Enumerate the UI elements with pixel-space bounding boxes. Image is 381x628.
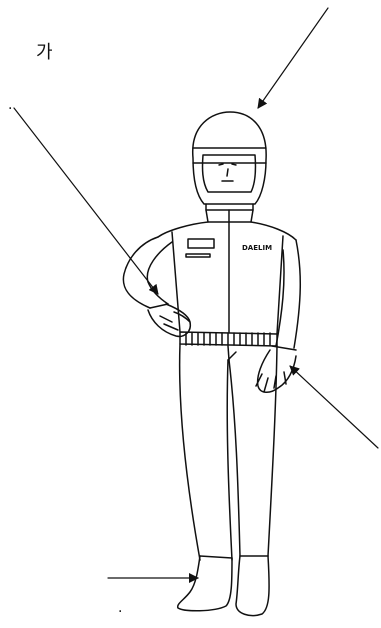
arm-left-bent [123,237,172,308]
suit-belt [180,332,277,346]
boots [178,556,269,616]
callout-arrows [14,8,378,578]
suit-collar [206,210,253,222]
suit-torso [158,222,296,334]
arrow-to-right-glove [290,366,378,448]
suit-legs [180,344,277,560]
suit-brand-label: DAELIM [242,244,272,252]
helmet [193,112,266,210]
arrow-to-helmet [258,8,328,108]
arrow-to-left-glove [14,108,158,294]
